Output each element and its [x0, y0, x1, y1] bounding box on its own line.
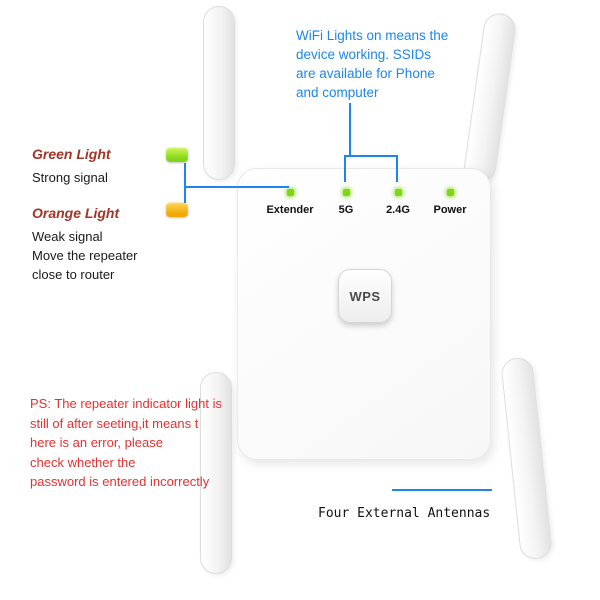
antenna-top-right [462, 11, 518, 185]
extender-led-icon [286, 189, 294, 196]
2-4g-led-icon [394, 189, 402, 196]
indicator-label-2-4g: 2.4G [386, 204, 410, 216]
callout-line-top-stem [349, 103, 351, 155]
indicator-label-power: Power [433, 204, 467, 216]
5g-led-icon [342, 189, 350, 196]
antenna-top-left [203, 6, 235, 180]
indicator-label-5g: 5G [338, 204, 354, 216]
antennas-label: Four External Antennas [318, 506, 491, 521]
orange-led-icon [166, 202, 188, 217]
callout-line-top-drop-24g [396, 155, 398, 182]
callout-line-antennas [392, 489, 492, 491]
green-light-desc: Strong signal [32, 170, 108, 185]
callout-line-top-drop-5g [344, 155, 346, 182]
orange-light-title: Orange Light [32, 205, 120, 221]
antenna-bottom-right [500, 356, 554, 561]
indicator-label-extender: Extender [266, 204, 314, 216]
repeater-device: Extender 5G 2.4G Power WPS [237, 168, 491, 460]
indicator-5g: 5G [310, 183, 382, 216]
indicator-2-4g: 2.4G [362, 183, 434, 216]
antenna-bottom-left [200, 372, 232, 574]
wps-button[interactable]: WPS [338, 269, 392, 323]
orange-light-desc: Weak signal Move the repeater close to r… [32, 229, 138, 282]
green-led-icon [166, 147, 188, 162]
indicator-extender: Extender [254, 183, 326, 216]
callout-line-left-horizontal [184, 186, 289, 188]
ps-warning-note: PS: The repeater indicator light is stil… [30, 396, 222, 489]
wifi-lights-note: WiFi Lights on means the device working.… [296, 28, 449, 101]
power-led-icon [446, 189, 454, 196]
callout-line-top-bar [344, 155, 398, 157]
callout-line-left-vertical [184, 163, 186, 203]
indicator-power: Power [414, 183, 486, 216]
green-light-title: Green Light [32, 146, 111, 162]
